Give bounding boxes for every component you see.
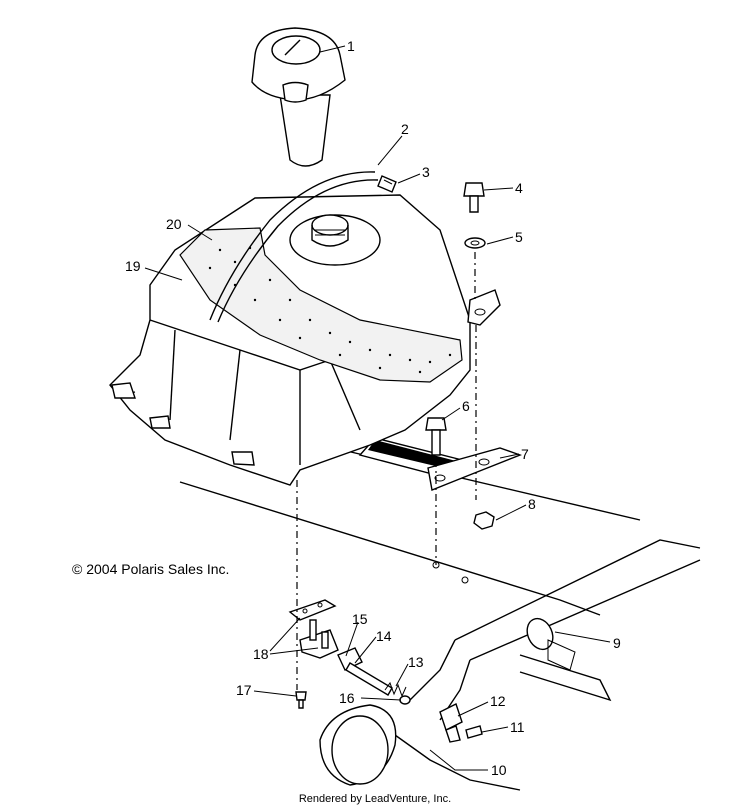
- vent-fitting: [377, 175, 397, 193]
- callout-13: 13: [408, 654, 424, 670]
- callout-2: 2: [401, 121, 409, 137]
- callout-5: 5: [515, 229, 523, 245]
- valve-lever-15: [337, 647, 363, 671]
- bracket-7: [427, 447, 523, 491]
- washer-5: [464, 237, 486, 249]
- spring-13: [384, 681, 407, 698]
- callout-4: 4: [515, 180, 523, 196]
- callout-8: 8: [528, 496, 536, 512]
- copyright-notice: © 2004 Polaris Sales Inc.: [72, 561, 230, 577]
- callout-20: 20: [166, 216, 182, 232]
- bolt-6: [425, 417, 447, 456]
- callout-3: 3: [422, 164, 430, 180]
- frame: [179, 439, 701, 791]
- screw-11: [465, 725, 483, 739]
- callout-9: 9: [613, 635, 621, 651]
- knob-12: [439, 703, 463, 743]
- panel-10: [319, 704, 397, 786]
- valve-bracket-18: [288, 599, 339, 659]
- callout-11: 11: [510, 719, 525, 735]
- leader-lines: [144, 45, 611, 771]
- callout-19: 19: [125, 258, 141, 274]
- callout-12: 12: [490, 693, 506, 709]
- callout-7: 7: [521, 446, 529, 462]
- callout-15: 15: [352, 611, 368, 627]
- callout-18: 18: [253, 646, 269, 662]
- callout-16: 16: [339, 690, 355, 706]
- callout-labels: 1 2 3 4 5 6 7 8 9 10 11 12 13 14 15 16 1…: [125, 38, 621, 778]
- valve-shaft-14: [345, 662, 393, 696]
- fuel-cap: [251, 27, 346, 167]
- render-credit: Rendered by LeadVenture, Inc.: [298, 793, 452, 805]
- alignment-lines: [296, 252, 477, 690]
- callout-1: 1: [347, 38, 355, 54]
- nut-8: [473, 511, 495, 530]
- washer-16: [399, 695, 411, 705]
- callout-17: 17: [236, 682, 252, 698]
- callout-10: 10: [491, 762, 507, 778]
- screw-17: [295, 691, 307, 709]
- callout-14: 14: [376, 628, 392, 644]
- bolt-4: [463, 182, 485, 213]
- callout-6: 6: [462, 398, 470, 414]
- vent-hose: [209, 171, 379, 323]
